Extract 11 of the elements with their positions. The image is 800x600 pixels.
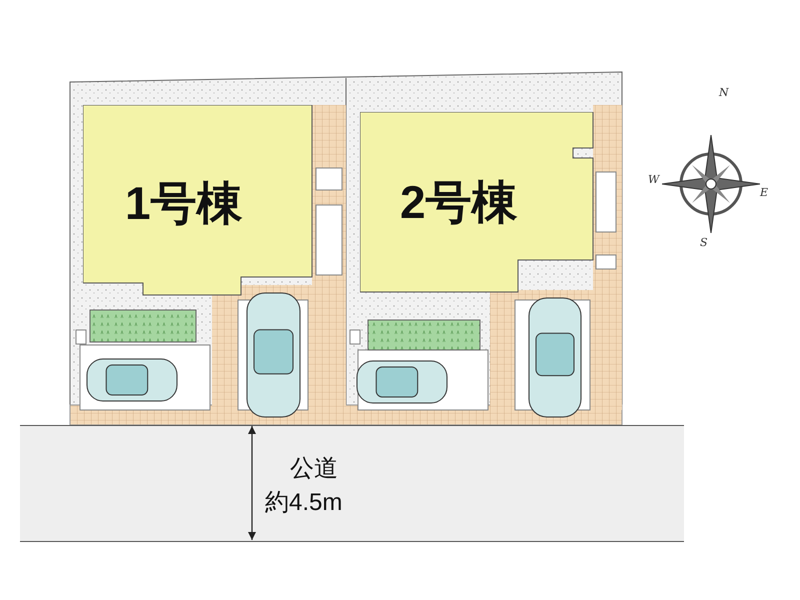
road-name: 公道 [290,454,338,484]
compass-direction-label: W [648,173,660,186]
compass-direction-label: N [719,86,729,99]
public-road [20,425,684,542]
building-footprint [360,112,594,294]
dimension-value: 約4.5m [265,488,342,518]
building-name: 2号棟 [400,175,518,230]
building-name: 1号棟 [125,176,243,231]
compass-direction-label: S [700,236,708,249]
building-footprint [83,105,313,297]
compass-direction-label: E [760,186,768,199]
